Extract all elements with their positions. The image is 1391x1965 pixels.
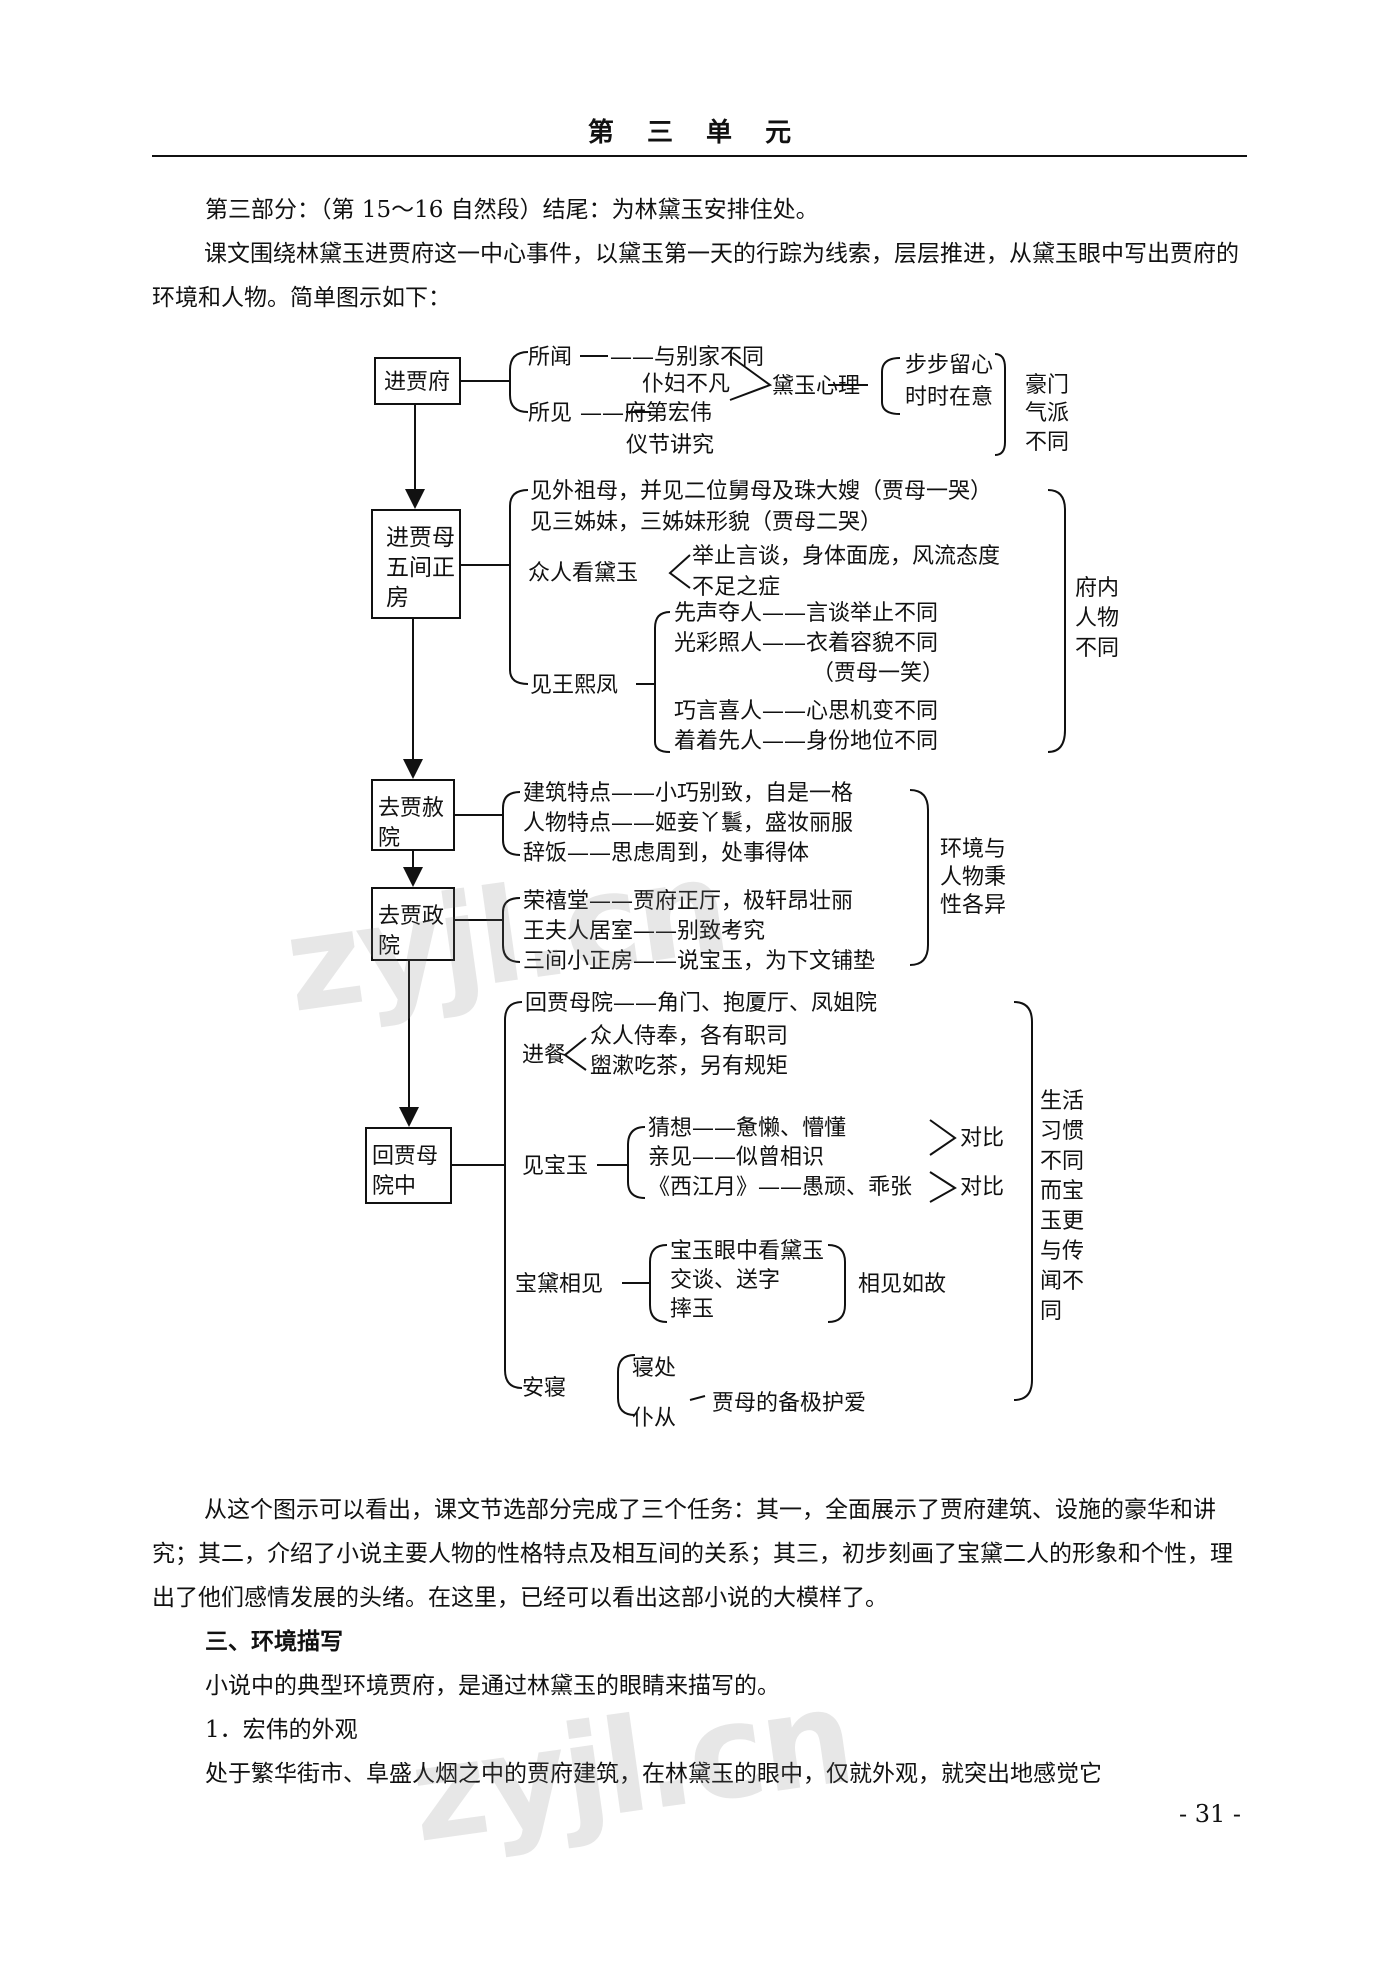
n5-summary-1: 生活	[1040, 1089, 1084, 1114]
n4-summary-1: 环境与	[940, 837, 1006, 862]
node-4-label-line2: 院	[378, 934, 400, 959]
n2-xf-1: 先声夺人——言谈举止不同	[674, 601, 938, 626]
n5-by-3: 《西江月》——愚顽、乖张	[648, 1175, 912, 1200]
n2-view: 众人看黛玉	[528, 561, 638, 586]
node-box-4	[371, 887, 455, 961]
n3-line-1: 建筑特点——小巧别致，自是一格	[523, 781, 853, 806]
n2-summary-1: 府内	[1075, 576, 1119, 601]
page-number: - 31 -	[1178, 1800, 1241, 1828]
section-heading-3: 三、环境描写	[205, 1628, 343, 1655]
n1-summary-1: 豪门	[1025, 373, 1069, 398]
n5-sleep-sum: 贾母的备极护爱	[712, 1391, 866, 1416]
n5-contrast-2: 对比	[960, 1175, 1004, 1200]
node-2-label-line1: 进贾母	[386, 525, 455, 551]
n5-summary-3: 不同	[1040, 1149, 1084, 1174]
intro-paragraph-2: 课文围绕林黛玉进贾府这一中心事件，以黛玉第一天的行踪为线索，层层推进，从黛玉眼中…	[152, 241, 1239, 311]
n1-mind: 黛玉心理	[772, 374, 860, 399]
n5-meal-2: 盥漱吃茶，另有规矩	[590, 1054, 788, 1079]
n1-seen-2: 仪节讲究	[626, 433, 714, 458]
n2-xifeng: 见王熙凤	[530, 673, 618, 698]
node-2-label-line2: 五间正	[386, 555, 455, 581]
node-5-label-line1: 回贾母	[372, 1144, 438, 1169]
n5-summary-7: 闻不	[1040, 1269, 1084, 1294]
n5-meet-sum: 相见如故	[858, 1272, 946, 1297]
n1-mind-2: 时时在意	[905, 385, 993, 410]
n1-summary-3: 不同	[1025, 430, 1069, 455]
n5-sleep-1: 寝处	[632, 1356, 676, 1381]
n4-summary-3: 性各异	[940, 893, 1006, 918]
n1-seen: 所见	[528, 401, 572, 426]
n5-meet-2: 交谈、送字	[670, 1268, 780, 1293]
n2-line-1: 见外祖母，并见二位舅母及珠大嫂（贾母一哭）	[530, 479, 992, 504]
n2-xf-2: 光彩照人——衣着容貌不同	[674, 631, 938, 656]
node-2-label-line3: 房	[386, 585, 409, 611]
header-rule	[152, 155, 1247, 157]
n4-line-3: 三间小正房——说宝玉，为下文铺垫	[523, 949, 875, 974]
n5-summary-5: 玉更	[1040, 1209, 1084, 1234]
n1-seen-1: ——府第宏伟	[580, 401, 712, 426]
n1-summary-2: 气派	[1025, 401, 1069, 426]
n2-view-1: 举止言谈，身体面庞，风流态度	[692, 544, 1000, 569]
body-paragraph-1: 从这个图示可以看出，课文节选部分完成了三个任务：其一，全面展示了贾府建筑、设施的…	[152, 1497, 1233, 1611]
n5-summary-6: 与传	[1040, 1239, 1084, 1264]
n2-summary-2: 人物	[1075, 606, 1119, 631]
n5-by-2: 亲见——似曾相识	[648, 1145, 824, 1170]
n1-heard: 所闻	[528, 345, 572, 370]
n5-meet-1: 宝玉眼中看黛玉	[670, 1239, 824, 1264]
n2-xf-2b: （贾母一笑）	[812, 661, 944, 686]
n1-heard-2: 仆妇不凡	[642, 372, 730, 397]
node-3-label-line1: 去贾赦	[378, 796, 444, 821]
n5-meet: 宝黛相见	[515, 1272, 603, 1297]
unit-header: 第 三 单 元	[587, 118, 804, 148]
n3-line-3: 辞饭——思虑周到，处事得体	[523, 841, 809, 866]
n5-by-1: 猜想——惫懒、懵懂	[648, 1116, 846, 1141]
n2-summary-3: 不同	[1075, 636, 1119, 661]
intro-paragraph-1: 第三部分：（第 15～16 自然段）结尾：为林黛玉安排住处。	[205, 197, 819, 223]
n1-mind-1: 步步留心	[905, 353, 993, 378]
n2-line-2: 见三姊妹，三姊妹形貌（贾母二哭）	[530, 510, 882, 535]
n4-line-2: 王夫人居室——别致考究	[523, 919, 765, 944]
n5-sleep: 安寝	[522, 1376, 566, 1401]
n5-meal-1: 众人侍奉，各有职司	[590, 1024, 788, 1049]
n2-xf-3: 巧言喜人——心思机变不同	[674, 699, 938, 724]
body-paragraph-2: 小说中的典型环境贾府，是通过林黛玉的眼睛来描写的。	[205, 1673, 780, 1699]
n1-heard-1: ——与别家不同	[610, 345, 764, 370]
n5-summary-4: 而宝	[1040, 1179, 1084, 1204]
n5-sleep-2: 仆从	[632, 1406, 676, 1431]
node-3-label-line2: 院	[378, 826, 400, 851]
n2-view-2: 不足之症	[692, 575, 780, 600]
subheading-1: 1．宏伟的外观	[205, 1717, 358, 1743]
node-5-label-line2: 院中	[372, 1174, 416, 1199]
n3-line-2: 人物特点——姬妾丫鬟，盛妆丽服	[523, 811, 853, 836]
n5-meal: 进餐	[522, 1043, 566, 1068]
n2-xf-4: 着着先人——身份地位不同	[674, 729, 938, 754]
body-paragraph-3: 处于繁华街市、阜盛人烟之中的贾府建筑，在林黛玉的眼中，仅就外观，就突出地感觉它	[205, 1761, 1102, 1787]
n4-summary-2: 人物秉	[940, 865, 1006, 890]
n5-line-1: 回贾母院——角门、抱厦厅、凤姐院	[525, 991, 877, 1016]
n5-contrast-1: 对比	[960, 1126, 1004, 1151]
n4-line-1: 荣禧堂——贾府正厅，极轩昂壮丽	[523, 889, 853, 914]
n5-meet-3: 摔玉	[670, 1297, 714, 1322]
node-1-label: 进贾府	[384, 370, 450, 395]
n5-summary-2: 习惯	[1040, 1119, 1084, 1144]
node-4-label-line1: 去贾政	[378, 904, 444, 929]
n5-summary-8: 同	[1040, 1299, 1062, 1324]
n5-baoyu: 见宝玉	[522, 1154, 588, 1179]
